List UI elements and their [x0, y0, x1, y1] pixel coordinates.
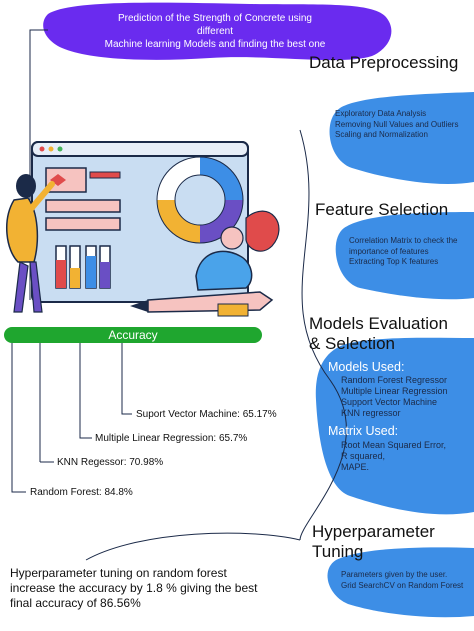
title-banner-shape: [43, 2, 392, 61]
result-svm: Suport Vector Machine: 65.17%: [136, 409, 277, 420]
hyperparameter-title: Hyperparameter Tuning: [312, 522, 435, 562]
list-item: KNN regressor: [341, 408, 401, 418]
list-item: Exploratory Data Analysis: [335, 109, 427, 118]
result-knn: KNN Regessor: 70.98%: [57, 457, 164, 468]
list-item: Grid SearchCV on Random Forest: [341, 580, 464, 590]
conclusion-text: Hyperparameter tuning on random forest i…: [10, 566, 258, 610]
list-item: Support Vector Machine: [341, 397, 438, 407]
list-item: Root Mean Squared Error,: [341, 440, 447, 450]
list-item: Extracting Top K features: [349, 257, 439, 266]
accuracy-bar: Accuracy: [4, 327, 262, 343]
hyperparameter-title-line-2: Tuning: [312, 542, 364, 561]
list-item: Parameters given by the user.: [341, 570, 448, 579]
window-dot-icon: [57, 146, 63, 152]
models-evaluation-title: Models Evaluation & Selection: [309, 314, 448, 354]
list-item: R squared,: [341, 451, 386, 461]
metrics-list: Root Mean Squared Error, R squared, MAPE…: [341, 440, 446, 473]
feature-selection-list: Correlation Matrix to check the importan…: [349, 236, 458, 268]
connector-curve-right: [299, 129, 347, 541]
title-line-1: Prediction of the Strength of Concrete u…: [117, 13, 312, 37]
list-item: MAPE.: [341, 462, 370, 472]
hyperparameter-blob: [327, 547, 474, 618]
data-preprocessing-blob: [329, 92, 474, 185]
list-item: importance of features: [349, 246, 429, 256]
list-item: Random Forest Regressor: [341, 375, 448, 385]
models-list: Random Forest Regressor Multiple Linear …: [341, 375, 448, 419]
hyperparameter-list: Parameters given by the user. Grid Searc…: [341, 570, 463, 591]
models-evaluation-title-line-1: Models Evaluation: [309, 314, 448, 333]
title-line-2: Machine learning Models and finding the …: [104, 39, 326, 50]
models-evaluation-blob: [315, 337, 474, 515]
feature-selection-blob: [335, 212, 474, 300]
data-preprocessing-list: Exploratory Data Analysis Removing Null …: [335, 109, 458, 141]
hyperparameter-title-line-1: Hyperparameter: [312, 522, 435, 541]
accuracy-tree-lines: [11, 343, 132, 493]
page-title: Prediction of the Strength of Concrete u…: [100, 12, 330, 51]
list-item: Removing Null Values and Outliers: [335, 119, 459, 129]
models-used-heading: Models Used:: [328, 360, 405, 374]
result-mlr: Multiple Linear Regression: 65.7%: [95, 433, 248, 444]
matrix-used-heading: Matrix Used:: [328, 424, 399, 438]
list-item: Multiple Linear Regression: [341, 386, 448, 396]
feature-selection-title: Feature Selection: [315, 200, 449, 219]
window-dot-icon: [39, 146, 45, 152]
list-item: Correlation Matrix to check the: [349, 236, 458, 245]
window-dot-icon: [48, 146, 54, 152]
dashboard-illustration: [6, 141, 280, 317]
list-item: Scaling and Normalization: [335, 130, 428, 139]
result-random-forest: Random Forest: 84.8%: [30, 487, 133, 498]
models-evaluation-title-line-2: & Selection: [309, 334, 395, 353]
connector-curve-bottom: [85, 532, 301, 561]
data-preprocessing-title: Data Preprocessing: [309, 53, 459, 72]
